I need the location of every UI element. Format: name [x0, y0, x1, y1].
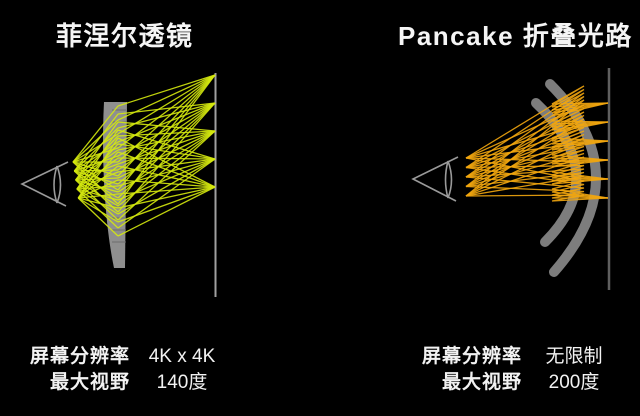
light-ray — [117, 186, 216, 195]
spec-value: 无限制 — [545, 346, 603, 367]
eye-icon — [20, 161, 69, 207]
light-ray — [72, 105, 119, 163]
light-ray — [117, 165, 216, 188]
light-ray — [76, 143, 119, 190]
spec-row: 最大视野 140度 — [28, 370, 220, 396]
light-ray — [75, 163, 119, 181]
spec-row: 最大视野 200度 — [420, 370, 612, 396]
light-ray — [73, 141, 119, 172]
light-ray — [77, 151, 119, 199]
light-ray — [465, 92, 609, 178]
light-ray — [75, 149, 119, 181]
light-ray — [77, 137, 119, 199]
light-ray — [117, 179, 216, 188]
spec-row: 屏幕分辨率 4K x 4K — [28, 344, 220, 370]
pancake-light-rays — [465, 85, 609, 202]
left-panel-title: 菲涅尔透镜 — [56, 21, 194, 51]
right-specs-table: 屏幕分辨率 无限制 最大视野 200度 — [420, 344, 612, 396]
spec-label: 屏幕分辨率 — [29, 346, 130, 367]
light-ray — [465, 194, 609, 202]
light-ray — [117, 74, 216, 107]
light-ray — [72, 119, 119, 163]
light-ray — [73, 113, 119, 172]
light-ray — [77, 197, 119, 237]
light-ray — [465, 99, 609, 197]
eye-lens-icon — [53, 165, 62, 204]
spec-value: 4K x 4K — [148, 346, 216, 367]
light-ray — [465, 107, 609, 169]
light-ray — [117, 151, 216, 188]
spec-label: 最大视野 — [49, 372, 130, 393]
left-specs-table: 屏幕分辨率 4K x 4K 最大视野 140度 — [28, 344, 220, 396]
fresnel-diagram — [20, 73, 217, 297]
light-ray — [117, 137, 216, 188]
light-ray — [77, 197, 119, 223]
pancake-diagram — [411, 68, 611, 290]
light-ray — [465, 130, 609, 178]
light-ray — [465, 137, 609, 197]
light-ray — [117, 186, 216, 209]
light-ray — [117, 186, 216, 237]
spec-label: 最大视野 — [441, 372, 522, 393]
light-ray — [465, 114, 609, 188]
light-ray — [465, 95, 609, 188]
light-ray — [465, 149, 609, 178]
light-ray — [465, 111, 609, 178]
light-ray — [465, 168, 609, 180]
spec-value: 200度 — [548, 372, 600, 393]
light-ray — [75, 135, 119, 181]
light-ray — [78, 193, 119, 199]
light-ray — [465, 176, 609, 199]
light-ray — [73, 127, 119, 172]
light-ray — [117, 186, 216, 223]
right-panel-title: Pancake 折叠光路 — [398, 21, 633, 51]
spec-row: 屏幕分辨率 无限制 — [420, 344, 612, 370]
light-ray — [76, 171, 119, 190]
light-ray — [465, 118, 609, 197]
light-ray — [117, 102, 216, 115]
eye-icon — [411, 156, 459, 202]
light-ray — [77, 179, 119, 199]
light-ray — [75, 121, 119, 181]
light-ray — [74, 155, 119, 172]
light-ray — [465, 171, 609, 188]
light-ray — [117, 129, 216, 160]
light-ray — [465, 156, 609, 197]
light-ray — [78, 197, 119, 209]
light-ray — [76, 157, 119, 190]
light-ray — [465, 133, 609, 188]
light-ray — [117, 121, 216, 132]
light-ray — [465, 175, 609, 197]
light-ray — [77, 165, 119, 199]
light-ray — [76, 129, 119, 190]
spec-label: 屏幕分辨率 — [421, 346, 522, 367]
spec-value: 140度 — [156, 372, 208, 393]
light-ray — [72, 133, 119, 163]
light-ray — [465, 88, 609, 169]
light-ray — [465, 152, 609, 188]
eye-lens-icon — [444, 160, 453, 199]
fresnel-light-rays — [72, 74, 216, 237]
